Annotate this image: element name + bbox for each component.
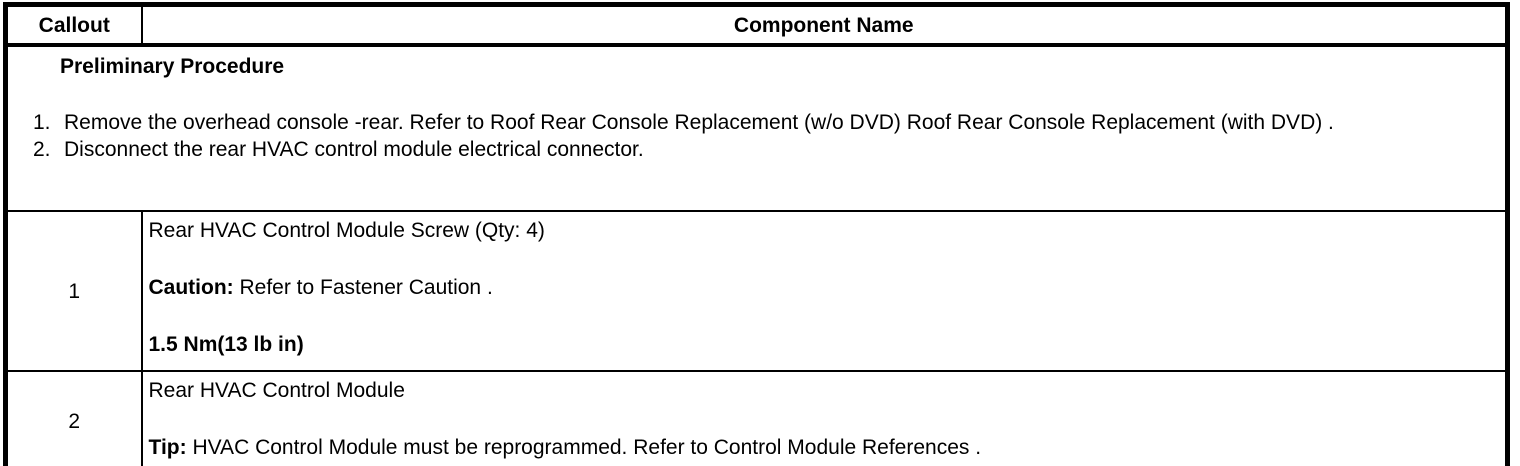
component-cell-2: Rear HVAC Control Module Tip: HVAC Contr… <box>140 370 1508 466</box>
step-2-text: Disconnect the rear HVAC control module … <box>64 138 644 161</box>
callout-component-table: Callout Component Name Preliminary Proce… <box>3 2 1510 466</box>
preliminary-procedure-row: Preliminary Procedure 1. Remove the over… <box>5 44 1508 211</box>
component-cell-1: Rear HVAC Control Module Screw (Qty: 4) … <box>140 210 1508 371</box>
tip-note: Tip: HVAC Control Module must be reprogr… <box>149 434 1498 461</box>
tip-label: Tip: <box>148 436 187 459</box>
component-row-1: 1 Rear HVAC Control Module Screw (Qty: 4… <box>5 210 1508 371</box>
callout-column-header: Callout <box>5 4 142 47</box>
table-header-row: Callout Component Name <box>5 4 1508 47</box>
component-row-2: 2 Rear HVAC Control Module Tip: HVAC Con… <box>5 370 1508 466</box>
caution-note: Caution: Refer to Fastener Caution . <box>149 274 1498 301</box>
component-name-2: Rear HVAC Control Module <box>148 379 405 402</box>
component-name-column-header: Component Name <box>140 4 1508 47</box>
torque-spec: 1.5 Nm(13 lb in) <box>148 333 304 356</box>
preliminary-procedure-title: Preliminary Procedure <box>60 55 285 78</box>
callout-number-2: 2 <box>5 370 142 466</box>
component-name-1: Rear HVAC Control Module Screw (Qty: 4) <box>148 219 545 242</box>
caution-label: Caution: <box>148 276 234 299</box>
preliminary-steps-list: 1. Remove the overhead console -rear. Re… <box>33 109 1497 163</box>
preliminary-procedure-cell: Preliminary Procedure 1. Remove the over… <box>5 44 1508 211</box>
tip-text: HVAC Control Module must be reprogrammed… <box>186 436 982 459</box>
preliminary-step-2: 2. Disconnect the rear HVAC control modu… <box>33 136 1497 163</box>
step-1-text: Remove the overhead console -rear. Refer… <box>64 111 1334 134</box>
preliminary-step-1: 1. Remove the overhead console -rear. Re… <box>33 109 1497 136</box>
step-1-number: 1. <box>33 111 51 134</box>
caution-text: Refer to Fastener Caution . <box>233 276 493 299</box>
callout-number-1: 1 <box>5 210 142 371</box>
step-2-number: 2. <box>33 138 51 161</box>
